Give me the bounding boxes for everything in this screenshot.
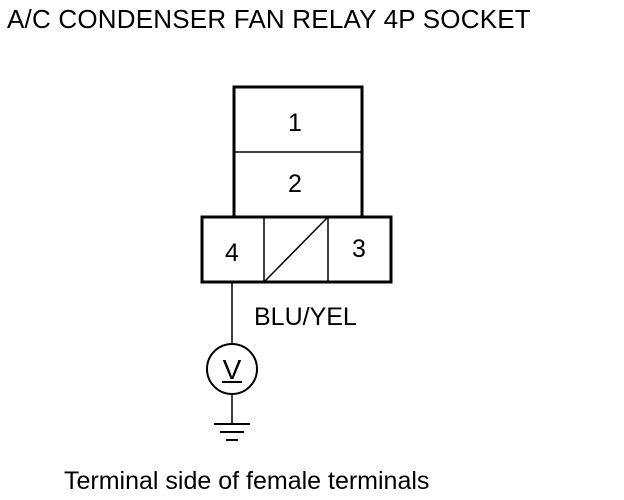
terminal-3-label: 3 (352, 235, 366, 263)
coil-diagonal-symbol (263, 216, 329, 283)
diagram-title: A/C CONDENSER FAN RELAY 4P SOCKET (7, 4, 531, 34)
lower-housing (200, 215, 393, 284)
lower-housing-outline (200, 215, 393, 284)
voltmeter-icon: V (206, 343, 258, 395)
terminal-1-label: 1 (288, 109, 302, 137)
voltmeter-label: V (223, 354, 242, 385)
terminal-4-label: 4 (225, 239, 239, 267)
wire-color-label: BLU/YEL (254, 303, 357, 331)
ground-icon (214, 423, 250, 441)
diagram-caption: Terminal side of female terminals (64, 467, 430, 495)
terminal-2-label: 2 (288, 170, 302, 198)
